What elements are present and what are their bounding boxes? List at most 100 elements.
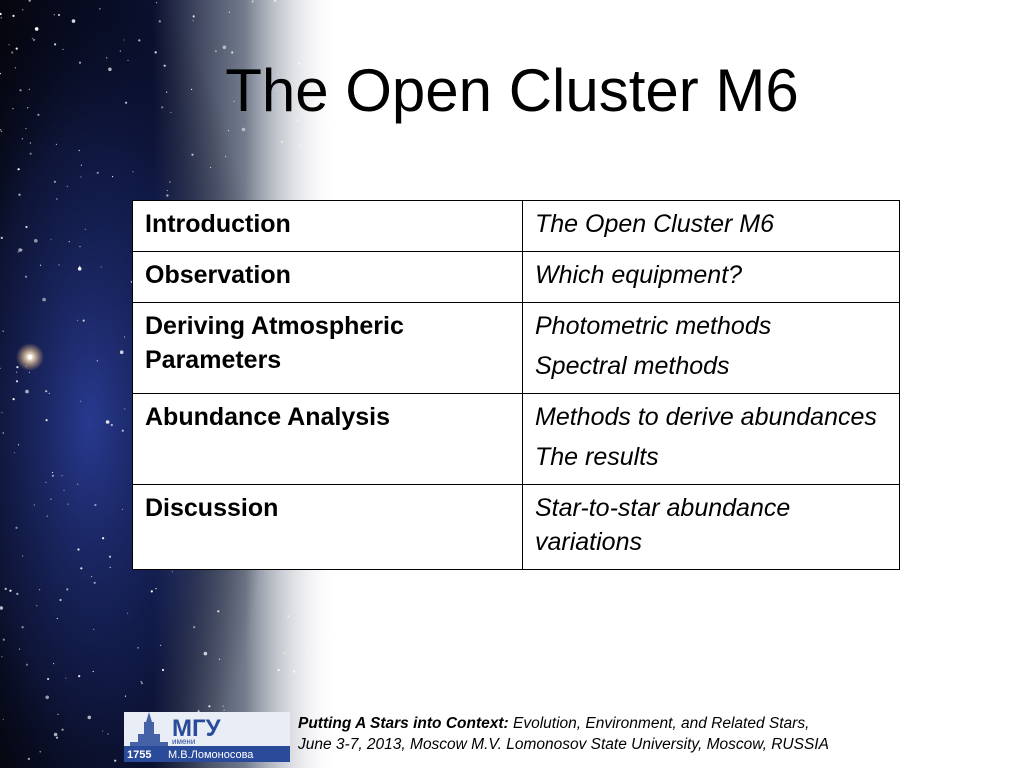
star-dot xyxy=(57,713,59,716)
star-dot xyxy=(241,127,246,132)
star-dot xyxy=(137,647,139,649)
star-dot xyxy=(107,733,109,735)
star-dot xyxy=(0,129,2,131)
star-dot xyxy=(71,19,76,23)
star-dot xyxy=(36,605,38,607)
star-dot xyxy=(25,225,28,229)
star-dot xyxy=(80,164,82,166)
star-dot xyxy=(54,43,57,46)
star-dot xyxy=(28,0,31,2)
star-dot xyxy=(4,587,7,591)
star-dot xyxy=(59,598,62,602)
conference-lead: Putting A Stars into Context: xyxy=(298,715,509,732)
star-dot xyxy=(124,695,127,697)
star-dot xyxy=(84,228,86,230)
star-dot xyxy=(114,759,117,762)
star-dot xyxy=(68,241,70,243)
star-dot xyxy=(66,588,69,591)
star-dot xyxy=(0,367,1,369)
star-dot xyxy=(233,100,235,102)
star-dot xyxy=(222,45,227,50)
star-dot xyxy=(29,152,32,155)
star-dot xyxy=(132,171,134,173)
star-dot xyxy=(121,429,124,432)
star-dot xyxy=(9,589,12,592)
outline-detail-line: The results xyxy=(535,443,659,471)
star-dot xyxy=(124,408,126,410)
outline-topic: Introduction xyxy=(132,200,523,252)
star-dot xyxy=(79,265,81,267)
logo-abbr: МГУ xyxy=(172,715,222,742)
star-dot xyxy=(8,44,10,46)
star-dot xyxy=(92,670,94,673)
star-dot xyxy=(28,88,30,90)
outline-detail-line: Star-to-star abundance variations xyxy=(535,494,791,556)
star-dot xyxy=(29,142,31,144)
star-dot xyxy=(166,194,169,197)
star-dot xyxy=(25,128,27,130)
star-dot xyxy=(18,193,21,196)
outline-detail: The Open Cluster M6 xyxy=(522,200,900,252)
star-dot xyxy=(105,420,110,424)
star-dot xyxy=(0,236,3,239)
outline-detail-line: Methods to derive abundances xyxy=(535,403,877,431)
star-dot xyxy=(24,275,28,278)
star-dot xyxy=(21,626,24,629)
star-dot xyxy=(158,20,161,23)
outline-detail-line: The Open Cluster M6 xyxy=(535,210,774,238)
star-dot xyxy=(19,89,22,92)
star-dot xyxy=(13,452,16,454)
star-dot xyxy=(22,555,24,557)
star-dot xyxy=(50,498,52,500)
star-dot xyxy=(163,64,166,67)
star-dot xyxy=(55,736,59,739)
outline-detail-line: Spectral methods xyxy=(535,352,730,380)
star-dot xyxy=(15,47,18,50)
star-dot xyxy=(34,27,39,31)
star-dot xyxy=(47,677,50,681)
star-dot xyxy=(277,668,280,672)
star-dot xyxy=(227,130,230,132)
star-dot xyxy=(77,483,79,485)
star-dot xyxy=(140,681,142,683)
star-dot xyxy=(62,48,64,51)
logo-word: имени xyxy=(172,737,195,746)
star-dot xyxy=(22,9,24,11)
star-dot xyxy=(31,37,33,40)
star-dot xyxy=(82,319,85,322)
star-dot xyxy=(251,0,254,3)
star-dot xyxy=(127,59,129,61)
star-dot xyxy=(2,718,4,720)
star-dot xyxy=(99,8,101,10)
star-dot xyxy=(161,106,164,109)
star-dot xyxy=(76,319,79,321)
star-dot xyxy=(50,238,52,240)
star-dot xyxy=(33,504,35,506)
star-dot xyxy=(0,17,2,19)
logo-name: М.В.Ломоносова xyxy=(168,749,254,761)
star-dot xyxy=(65,677,67,679)
star-dot xyxy=(12,108,14,110)
star-dot xyxy=(171,571,173,573)
star-dot xyxy=(273,0,276,2)
star-dot xyxy=(123,39,125,41)
star-dot xyxy=(296,119,299,122)
star-dot xyxy=(280,140,283,143)
star-dot xyxy=(1,656,3,658)
star-dot xyxy=(110,423,113,427)
star-dot xyxy=(37,113,40,116)
star-dot xyxy=(67,503,69,505)
star-dot xyxy=(25,389,29,394)
star-dot xyxy=(208,705,211,708)
star-dot xyxy=(57,13,61,17)
star-dot xyxy=(154,51,157,54)
star-dot xyxy=(12,398,15,401)
star-dot xyxy=(106,57,108,59)
star-dot xyxy=(28,371,30,373)
